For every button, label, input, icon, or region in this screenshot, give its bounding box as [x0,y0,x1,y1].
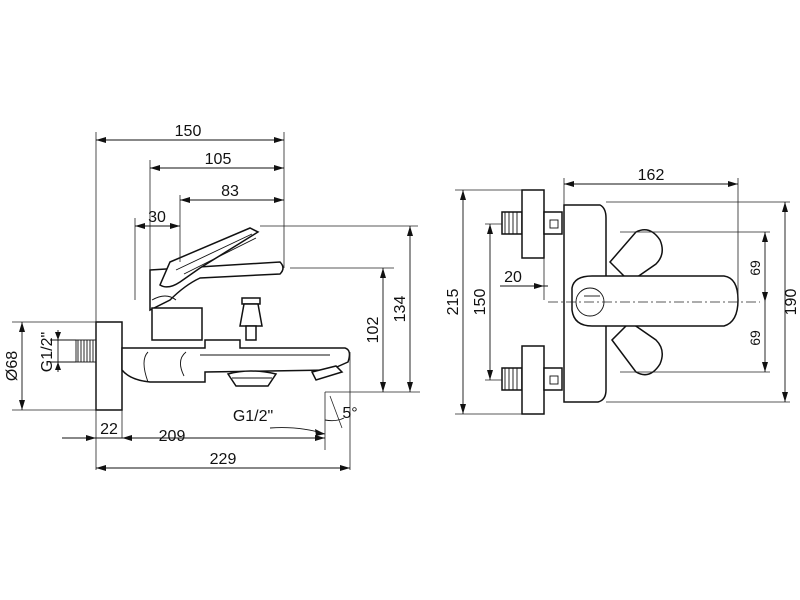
mixer-body [121,339,351,383]
dim-229: 229 [210,451,237,468]
dim-102: 102 [365,317,382,344]
lever-handle [149,227,284,312]
spout-aerator [226,370,278,387]
diverter-knob [239,297,263,341]
dim-134: 134 [392,296,409,323]
dim-105: 105 [205,151,232,168]
dim-20: 20 [504,269,522,286]
dim-angle-5: 5° [342,405,357,422]
wall-flange [95,321,123,411]
dim-150: 150 [175,123,202,140]
threaded-inlet [75,339,97,363]
side-view: 150 105 83 30 102 134 Ø68 [4,123,420,471]
dim-22: 22 [100,421,118,438]
dim-g12-bottom: G1/2" [233,408,273,425]
dim-215: 215 [445,289,462,316]
dim-68: Ø68 [4,351,21,381]
inlet-connector-top [501,189,563,259]
lever-handle-front [571,229,739,376]
dim-190: 190 [783,289,800,316]
shower-outlet [310,365,344,381]
inlet-connector-bottom [501,345,563,415]
cartridge-body [151,307,203,341]
dim-162: 162 [638,167,665,184]
dim-69-top: 69 [747,260,763,276]
dim-g12-left: G1/2" [39,332,56,372]
dim-83: 83 [221,183,239,200]
dim-30: 30 [148,209,166,226]
front-view: 162 215 150 20 69 69 190 [445,167,800,415]
dim-69-bottom: 69 [747,330,763,346]
dim-209: 209 [159,428,186,445]
dim-150-front: 150 [472,289,489,316]
